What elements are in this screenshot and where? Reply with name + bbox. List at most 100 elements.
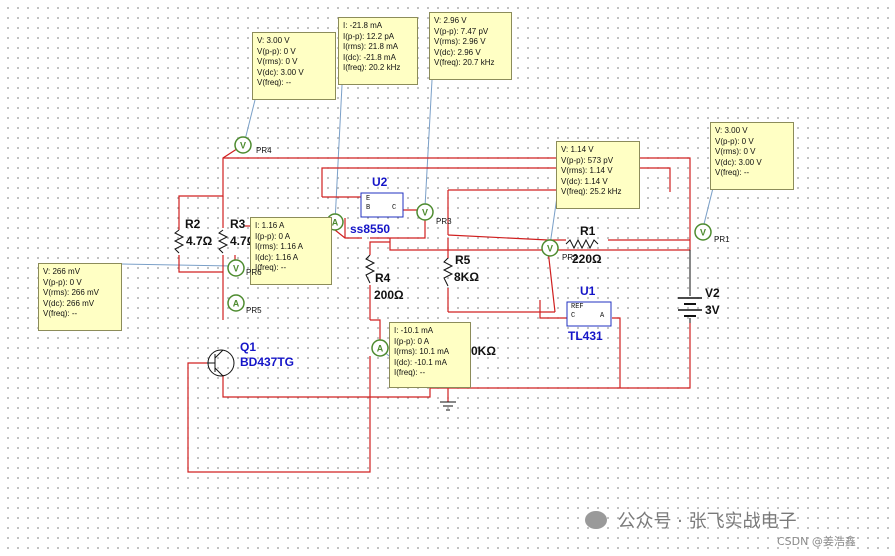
wechat-text: 公众号 · 张飞实战电子 [617,511,797,532]
r3-resistor [217,229,229,254]
readout-line: I(dc): -21.8 mA [343,52,396,62]
svg-text:V: V [422,208,428,218]
readout-line: V(p-p): 7.47 pV [434,26,489,36]
readout-line: V(p-p): 0 V [715,136,754,146]
readout-line: V: 3.00 V [715,126,748,135]
svg-text:V: V [240,141,246,151]
svg-text:V: V [233,264,239,274]
probe-voltage-left-readout: V: 266 mV V(p-p): 0 V V(rms): 266 mV V(d… [38,263,122,331]
u2-pin-c: C [392,204,397,212]
r2-value: 4.7Ω [186,234,213,248]
u1-pin-ref: REF [571,303,584,311]
u2-pin-b: B [366,204,371,212]
v2-battery [678,250,702,323]
q1-transistor [207,349,235,377]
svg-text:A: A [233,299,240,309]
readout-line: I(p-p): 0 A [394,336,430,346]
readout-line: V(p-p): 0 V [43,277,82,287]
readout-line: V(dc): 3.00 V [715,157,762,167]
readout-line: V: 2.96 V [434,16,467,25]
r1-resistor [565,238,599,250]
probe-pr6-readout: I: 1.16 A I(p-p): 0 A I(rms): 1.16 A I(d… [250,217,332,285]
v2-value: 3V [705,303,720,317]
readout-line: I(freq): -- [394,368,426,378]
r1-ref: R1 [580,224,596,238]
r2-resistor [173,229,185,254]
r5-value-partial: 0KΩ [471,344,496,358]
r4-value: 200Ω [374,288,404,302]
r5-ref: R5 [455,253,471,267]
readout-line: I(rms): 1.16 A [255,242,304,252]
readout-line: I: -21.8 mA [343,21,383,30]
r3-value: 4.7Ω [230,234,250,248]
probe-pr1-readout: V: 3.00 V V(p-p): 0 V V(rms): 0 V V(dc):… [710,122,794,190]
probe-label-pr3: PR3 [436,217,452,226]
readout-line: I(dc): 1.16 A [255,252,299,262]
readout-line: V(rms): 1.14 V [561,166,613,176]
r5-resistor [442,257,454,287]
readout-line: I(p-p): 12.2 pA [343,31,395,41]
readout-line: I(rms): 10.1 mA [394,347,450,357]
csdn-watermark: CSDN @姜浩鑫 [777,535,856,548]
u2-part: ss8550 [350,222,391,236]
probe-current-r4-readout: I: -10.1 mA I(p-p): 0 A I(rms): 10.1 mA … [389,322,471,388]
probe-label-pr4: PR4 [256,146,272,155]
readout-line: I(rms): 21.8 mA [343,42,399,52]
readout-line: I: 1.16 A [255,221,285,230]
u1-ref: U1 [580,284,596,298]
readout-line: V(freq): -- [715,168,750,178]
readout-line: V: 3.00 V [257,36,290,45]
wechat-icon [585,511,607,529]
wechat-watermark: 公众号 · 张飞实战电子 [585,507,797,533]
readout-line: V(freq): -- [257,78,292,88]
u1-body [566,301,612,327]
u1-part: TL431 [568,329,603,343]
probe-current-u2-readout: I: -21.8 mA I(p-p): 12.2 pA I(rms): 21.8… [338,17,418,85]
resistor-symbols [173,229,599,287]
readout-line: I: -10.1 mA [394,326,434,335]
r4-resistor [364,254,376,284]
svg-text:V: V [700,228,706,238]
readout-line: I(dc): -10.1 mA [394,357,447,367]
ground-symbol [440,401,456,411]
r2-ref: R2 [185,217,201,231]
q1-part: BD437TG [240,355,295,369]
readout-line: V(freq): 20.7 kHz [434,58,495,68]
u2-ref: U2 [372,175,388,189]
probe-label-pr1: PR1 [714,235,730,244]
readout-line: V: 1.14 V [561,145,594,154]
svg-text:A: A [332,218,339,228]
probe-leads [121,79,714,357]
readout-line: V: 266 mV [43,267,81,276]
probe-pr4-readout: V: 3.00 V V(p-p): 0 V V(rms): 0 V V(dc):… [252,32,336,100]
readout-line: V(rms): 0 V [257,57,298,67]
r5-value: 8KΩ [454,270,479,284]
probe-label-pr6: PR6 [246,268,262,277]
readout-line: V(freq): -- [43,309,78,319]
probe-pr2-readout: V: 1.14 V V(p-p): 573 pV V(rms): 1.14 V … [556,141,640,209]
readout-line: V(dc): 3.00 V [257,67,304,77]
u1-pin-c: C [571,312,576,320]
probe-symbols: V A V V V V A A [227,136,712,357]
svg-text:V: V [547,244,553,254]
q1-ref: Q1 [240,340,257,354]
u2-body [360,192,404,218]
probe-label-pr2: PR2 [562,253,578,262]
readout-line: V(dc): 1.14 V [561,176,608,186]
readout-line: V(dc): 266 mV [43,298,95,308]
r3-ref: R3 [230,217,246,231]
v2-ref: V2 [705,286,720,300]
readout-line: V(freq): 25.2 kHz [561,187,622,197]
svg-text:A: A [377,344,384,354]
readout-line: V(rms): 2.96 V [434,37,486,47]
readout-line: V(p-p): 573 pV [561,155,614,165]
readout-line: V(p-p): 0 V [257,46,296,56]
readout-line: I(freq): 20.2 kHz [343,63,401,73]
readout-line: I(p-p): 0 A [255,231,291,241]
readout-line: I(freq): -- [255,263,287,273]
u2-pin-e: E [366,195,371,203]
readout-line: V(rms): 266 mV [43,288,100,298]
u1-pin-a: A [600,312,605,320]
readout-line: V(rms): 0 V [715,147,756,157]
